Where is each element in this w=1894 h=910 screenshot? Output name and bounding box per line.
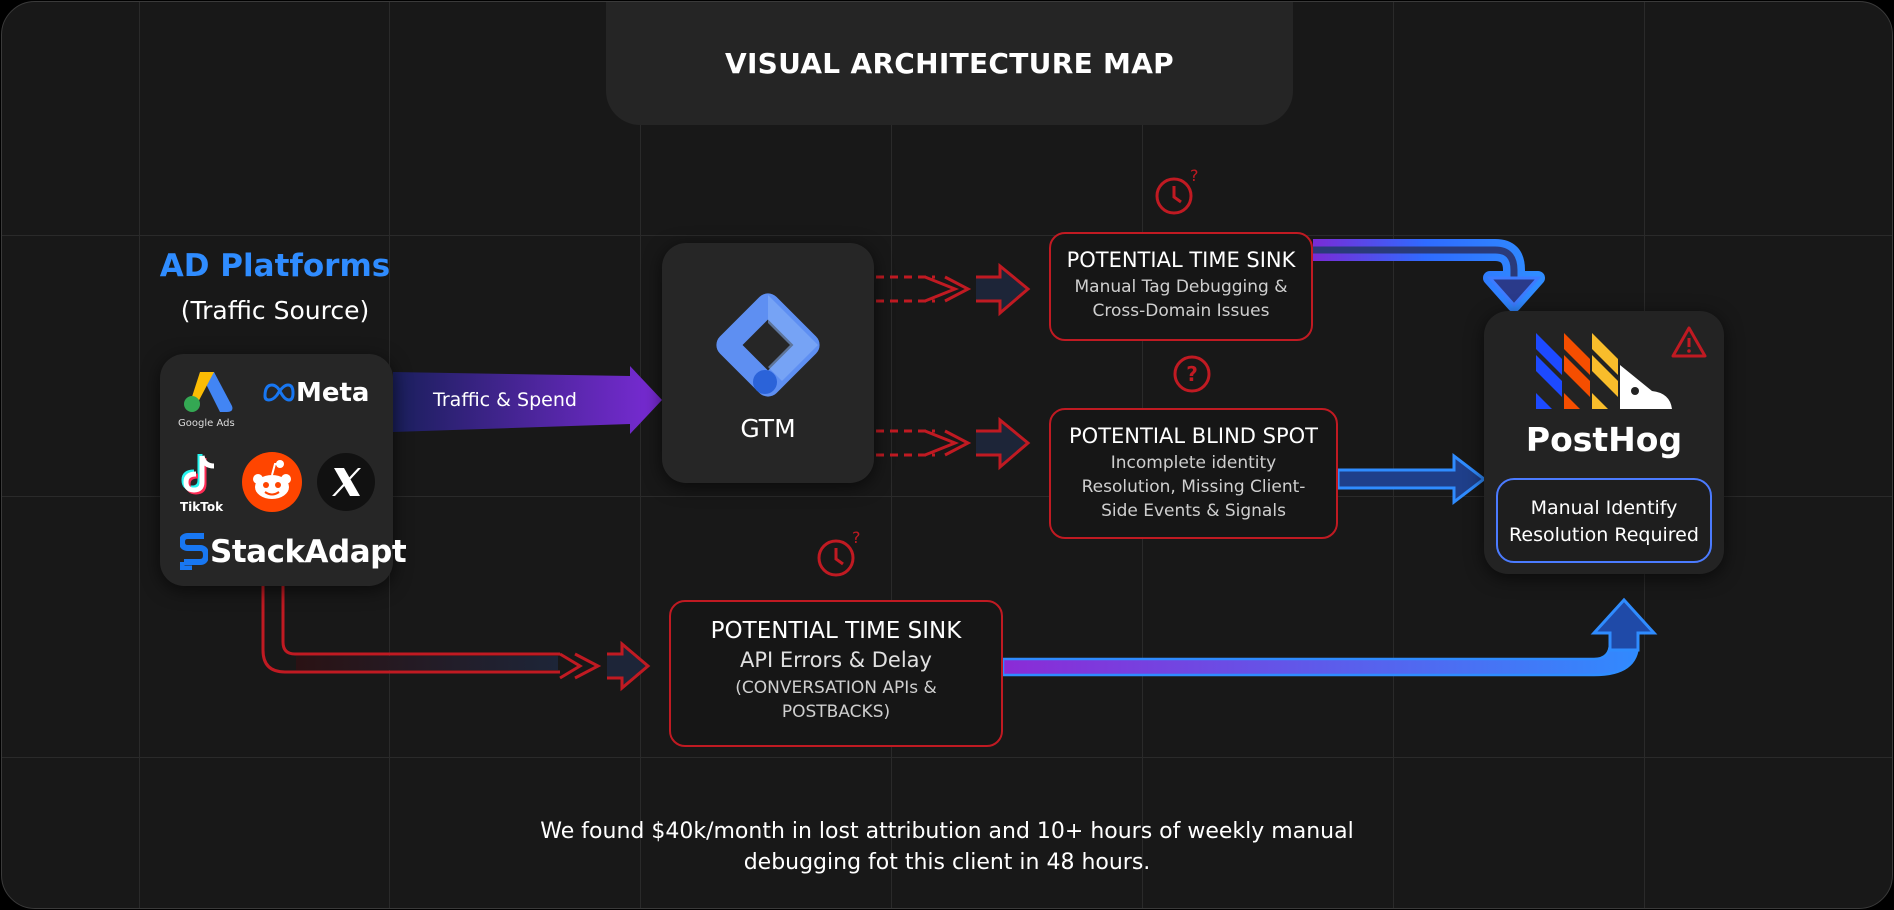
blind-spot-box: POTENTIAL BLIND SPOT Incomplete identity…: [1049, 408, 1338, 539]
blind-spot-description-2: Resolution, Missing Client-: [1081, 477, 1306, 497]
meta-logo-icon: [263, 383, 295, 402]
stackadapt-logo-icon: [180, 533, 208, 570]
google-ads-label: Google Ads: [178, 418, 235, 429]
bottom-timesink-to-posthog-connector: [1001, 597, 1658, 677]
grid-line: [2, 757, 1892, 758]
time-sink-top-title: POTENTIAL TIME SINK: [1066, 248, 1296, 272]
traffic-flow-label: Traffic & Spend: [433, 389, 577, 411]
question-circle-icon: ?: [1173, 355, 1211, 393]
traffic-flow-arrow: [393, 366, 662, 434]
grid-line: [640, 2, 641, 908]
time-sink-top-description-2: Cross-Domain Issues: [1092, 301, 1270, 321]
gtm-label: GTM: [740, 414, 796, 443]
ad-platforms-subheading: (Traffic Source): [180, 296, 370, 325]
time-sink-bottom-description: API Errors & Delay: [740, 648, 932, 672]
time-sink-bottom-title: POTENTIAL TIME SINK: [710, 618, 962, 644]
gtm-logo-icon: [716, 293, 820, 397]
stackadapt-label: StackAdapt: [210, 534, 407, 570]
tiktok-logo-icon: [181, 454, 215, 495]
warning-icon: [1671, 326, 1707, 358]
blindspot-to-posthog-connector: [1336, 452, 1487, 506]
grid-line: [2, 235, 1892, 236]
page-title: VISUAL ARCHITECTURE MAP: [724, 47, 1175, 80]
gtm-to-timesink-connector: [876, 262, 1031, 317]
footer-line-2: debugging fot this client in 48 hours.: [743, 850, 1151, 875]
adplatforms-to-timesink-connector: [261, 586, 651, 692]
manual-identify-badge: Manual Identify Resolution Required: [1496, 478, 1712, 563]
blind-spot-title: POTENTIAL BLIND SPOT: [1069, 424, 1318, 448]
grid-line: [1393, 2, 1394, 908]
grid-line: [139, 2, 140, 908]
google-ads-logo-icon: [184, 372, 233, 412]
ad-platforms-heading: AD Platforms: [159, 248, 391, 284]
timesink-to-posthog-connector: [1313, 239, 1545, 312]
clock-question-icon: ?: [817, 528, 861, 577]
posthog-logo-icon: [1536, 333, 1672, 409]
ad-platforms-card: Google Ads Meta TikTok: [160, 354, 407, 586]
gtm-card: [662, 243, 874, 483]
manual-identify-line-1: Manual Identify: [1530, 497, 1678, 519]
svg-text:?: ?: [852, 528, 861, 547]
svg-text:?: ?: [1186, 362, 1198, 386]
footer-line-1: We found $40k/month in lost attribution …: [540, 819, 1354, 844]
meta-label: Meta: [296, 378, 370, 408]
blind-spot-description-1: Incomplete identity: [1110, 453, 1277, 473]
time-sink-top-box: POTENTIAL TIME SINK Manual Tag Debugging…: [1049, 232, 1313, 341]
posthog-name: PostHog: [1525, 420, 1683, 459]
time-sink-bottom-detail-1: (CONVERSATION APIs &: [735, 678, 937, 698]
title-tab: VISUAL ARCHITECTURE MAP: [606, 2, 1293, 125]
manual-identify-line-2: Resolution Required: [1509, 524, 1699, 546]
svg-text:?: ?: [1190, 166, 1199, 185]
time-sink-bottom-box: POTENTIAL TIME SINK API Errors & Delay (…: [669, 600, 1003, 747]
footer-summary: We found $40k/month in lost attribution …: [500, 816, 1394, 878]
blind-spot-description-3: Side Events & Signals: [1101, 501, 1286, 521]
time-sink-top-description-1: Manual Tag Debugging &: [1074, 277, 1288, 297]
grid-line: [2, 496, 1892, 497]
reddit-logo-icon: [242, 452, 302, 512]
gtm-to-blindspot-connector: [876, 416, 1031, 471]
time-sink-bottom-detail-2: POSTBACKS): [781, 702, 891, 722]
tiktok-label: TikTok: [180, 500, 224, 514]
x-logo-icon: [317, 453, 375, 511]
clock-question-icon: ?: [1155, 166, 1199, 215]
